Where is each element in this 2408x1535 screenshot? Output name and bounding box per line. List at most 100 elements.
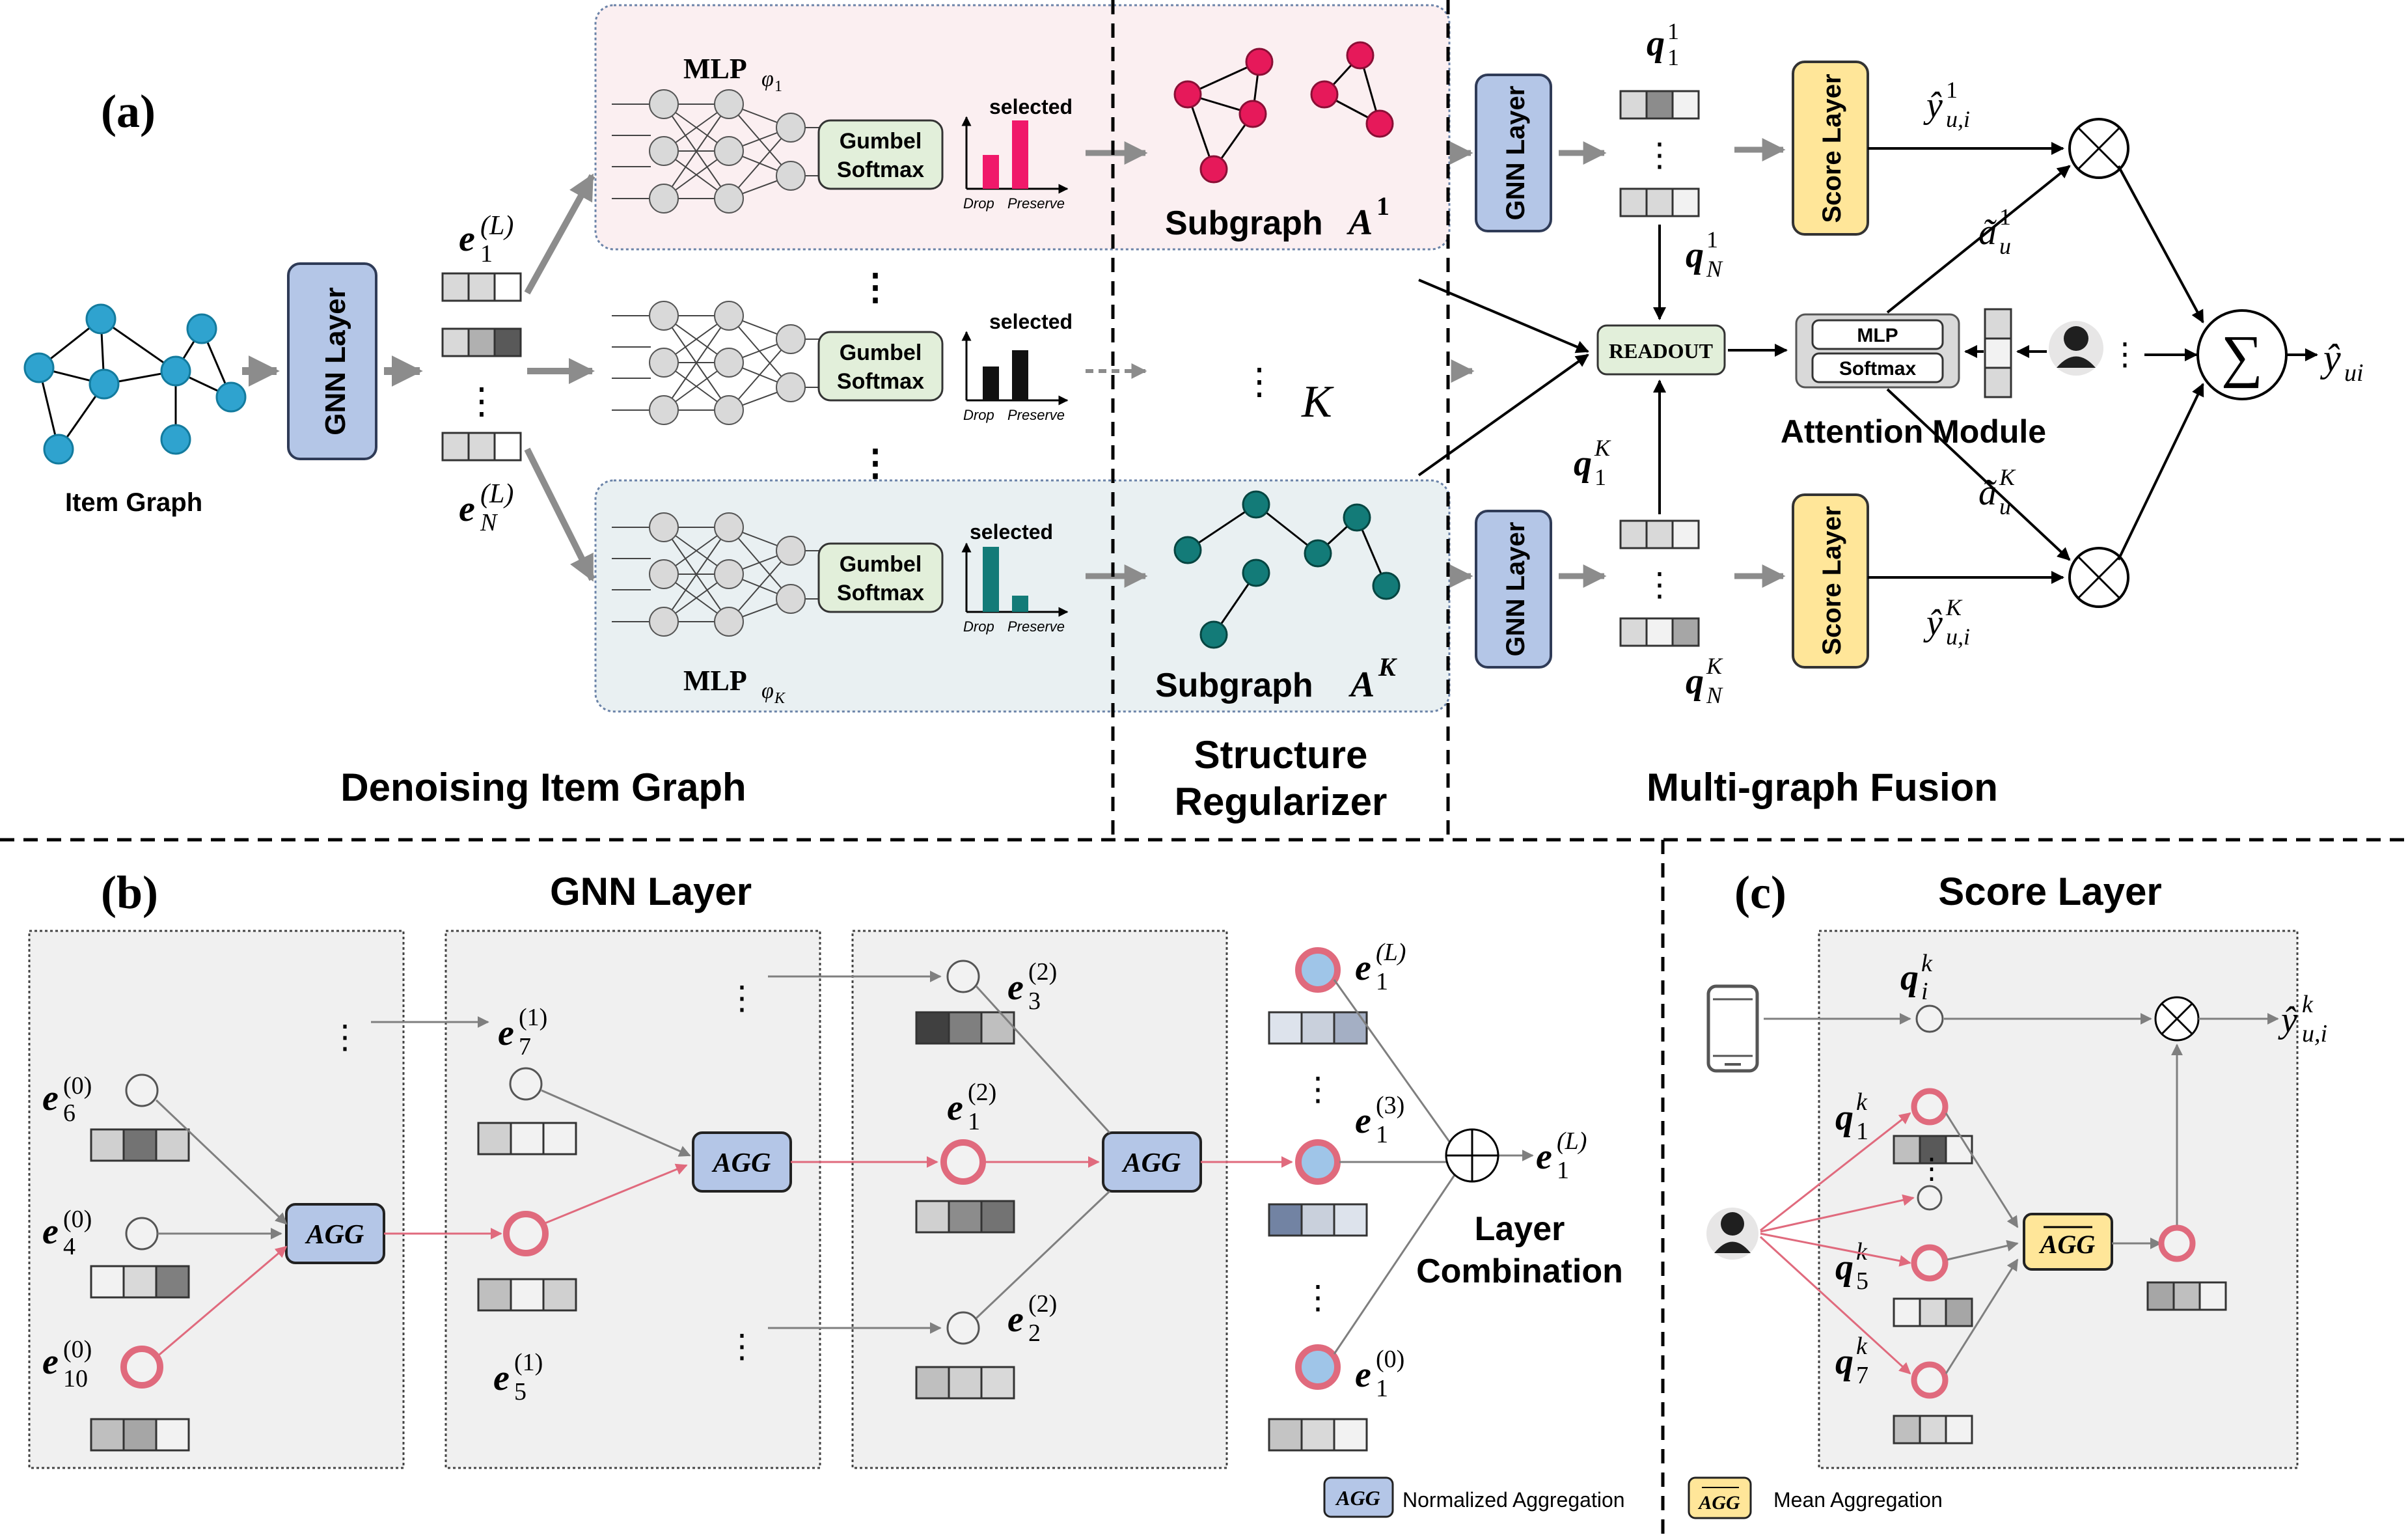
- q-to-agg-edges: [1945, 1044, 2183, 1374]
- qi-node: [1915, 1004, 1944, 1033]
- svg-text:e: e: [42, 1078, 59, 1118]
- svg-text:q: q: [1686, 235, 1704, 275]
- layer2-ellipsis-bottom: ⋮: [726, 1328, 758, 1364]
- attention-softmax-label: Softmax: [1839, 358, 1917, 380]
- q-vectors-bottom: q K 1 ⋮ q K N: [1574, 435, 1723, 708]
- svg-text:e: e: [1007, 967, 1024, 1008]
- svg-text:Softmax: Softmax: [837, 581, 924, 605]
- subgraph-count-K: K: [1301, 377, 1334, 427]
- qi-label: q k i: [1900, 950, 1933, 1005]
- gnn-layer-top-box: [1475, 74, 1552, 232]
- svg-text:2: 2: [1028, 1320, 1041, 1347]
- layer-box-2: [445, 930, 821, 1469]
- item-graph: [23, 303, 247, 465]
- user-to-q-edges: [1759, 1112, 1915, 1375]
- y1-sup: 1: [1946, 77, 1958, 103]
- svg-text:(2): (2): [1028, 1290, 1057, 1318]
- svg-text:(0): (0): [1376, 1346, 1404, 1373]
- svg-text:K: K: [1706, 653, 1723, 679]
- attention-softmax-box: [1811, 352, 1944, 383]
- y1-base: ŷ: [1923, 85, 1943, 126]
- combination-ellipsis-top: ⋮: [1302, 1071, 1334, 1107]
- svg-text:q: q: [1574, 443, 1592, 484]
- svg-text:⋮: ⋮: [1643, 566, 1676, 603]
- user-ellipsis: ⋮: [2109, 337, 2141, 372]
- svg-text:(0): (0): [63, 1336, 92, 1363]
- layer-combination-edges: [1333, 979, 1534, 1355]
- svg-text:1: 1: [1706, 227, 1718, 253]
- svg-text:6: 6: [63, 1099, 75, 1127]
- e1L-sub: 1: [480, 240, 493, 268]
- svg-text:e: e: [1007, 1299, 1024, 1340]
- svg-text:i: i: [1921, 978, 1928, 1005]
- item-graph-label: Item Graph: [65, 488, 202, 517]
- svg-text:(1): (1): [519, 1004, 547, 1031]
- q-ellipsis-c: ⋮: [1917, 1153, 1946, 1185]
- layer1-ellipsis: ⋮: [329, 1019, 361, 1055]
- svg-text:(3): (3): [1376, 1092, 1404, 1119]
- svg-text:q: q: [1835, 1098, 1854, 1138]
- svg-text:e: e: [498, 1013, 514, 1053]
- layer1-nodes: [90, 1073, 190, 1452]
- svg-text:q: q: [1835, 1342, 1854, 1382]
- a1-base: ã: [1978, 212, 1997, 253]
- svg-text:ŷ: ŷ: [2278, 1000, 2297, 1040]
- subgraph-1: [1173, 41, 1394, 184]
- a1-sub: u: [1999, 233, 2011, 259]
- section-structure-1: Structure: [1194, 733, 1368, 777]
- mean-agg-label: AGG: [2038, 1230, 2096, 1259]
- svg-text:q: q: [1647, 23, 1665, 64]
- bar-chart-bottom: [961, 542, 1069, 617]
- panel-c-title: Score Layer: [1938, 870, 2162, 913]
- y-out-label-c: ŷ k u,i: [2278, 991, 2327, 1047]
- svg-text:1: 1: [1667, 44, 1679, 70]
- svg-text:(2): (2): [968, 1079, 996, 1106]
- gnn-layer-label: GNN Layer: [320, 287, 351, 435]
- sum-icon: ∑: [2196, 309, 2288, 400]
- svg-text:1: 1: [1376, 1121, 1388, 1148]
- arrow-branch-top: [524, 173, 595, 295]
- y1-sub: u,i: [1946, 106, 1970, 132]
- layer2-labels: e (1) 7 e (1) 5: [493, 1004, 547, 1405]
- legend-mean-text: Mean Aggregation: [1773, 1488, 1943, 1512]
- mlp-net-mid: [611, 301, 827, 425]
- gumbel-softmax-bottom: Gumbel Softmax: [817, 542, 944, 613]
- gnn-layer-box: [287, 262, 377, 460]
- multiply-icon-c: [2154, 996, 2200, 1042]
- svg-text:(2): (2): [1028, 958, 1057, 986]
- svg-text:∑: ∑: [2221, 324, 2263, 389]
- branch-ellipsis-upper: ⋮: [857, 268, 894, 308]
- user-avatar-icon-c: [1706, 1208, 1758, 1260]
- layer3-edges: [975, 985, 1293, 1320]
- q-neighbor-nodes: [1893, 1088, 1973, 1445]
- attention-mlp-box: [1811, 319, 1944, 350]
- eNL-base: e: [459, 489, 475, 529]
- subgraphK-sup: K: [1378, 652, 1397, 682]
- svg-text:Gumbel: Gumbel: [840, 129, 922, 154]
- subgraph1-sup: 1: [1376, 191, 1389, 221]
- svg-text:Gumbel: Gumbel: [840, 552, 922, 577]
- svg-text:10: 10: [63, 1365, 88, 1392]
- section-denoising: Denoising Item Graph: [340, 766, 746, 809]
- layer-combination-text-1: Layer: [1475, 1210, 1565, 1248]
- score-layer-top-label: Score Layer: [1818, 74, 1846, 223]
- svg-text:e: e: [1355, 948, 1371, 988]
- legend-agg-label: AGG: [1335, 1486, 1380, 1510]
- eNL-sup: (L): [480, 479, 513, 509]
- layer3-nodes: [915, 960, 1015, 1400]
- layer2-edges: [541, 971, 942, 1334]
- svg-text:Softmax: Softmax: [837, 158, 924, 182]
- svg-text:Gumbel: Gumbel: [840, 340, 922, 365]
- aggregated-vector-c: [2146, 1281, 2227, 1311]
- layer-combination-text-2: Combination: [1416, 1252, 1623, 1290]
- svg-text:q: q: [1835, 1247, 1854, 1288]
- aK-sub: u: [1999, 493, 2011, 519]
- a1-sup: 1: [1999, 204, 2011, 230]
- readout-box: [1596, 324, 1726, 376]
- combination-output-label: e (L) 1: [1536, 1127, 1587, 1184]
- svg-text:e: e: [42, 1211, 59, 1252]
- readout-arrows: [1417, 225, 1788, 514]
- svg-text:k: k: [1921, 950, 1933, 977]
- svg-text:7: 7: [519, 1033, 531, 1060]
- layer1-edges: [155, 1016, 502, 1359]
